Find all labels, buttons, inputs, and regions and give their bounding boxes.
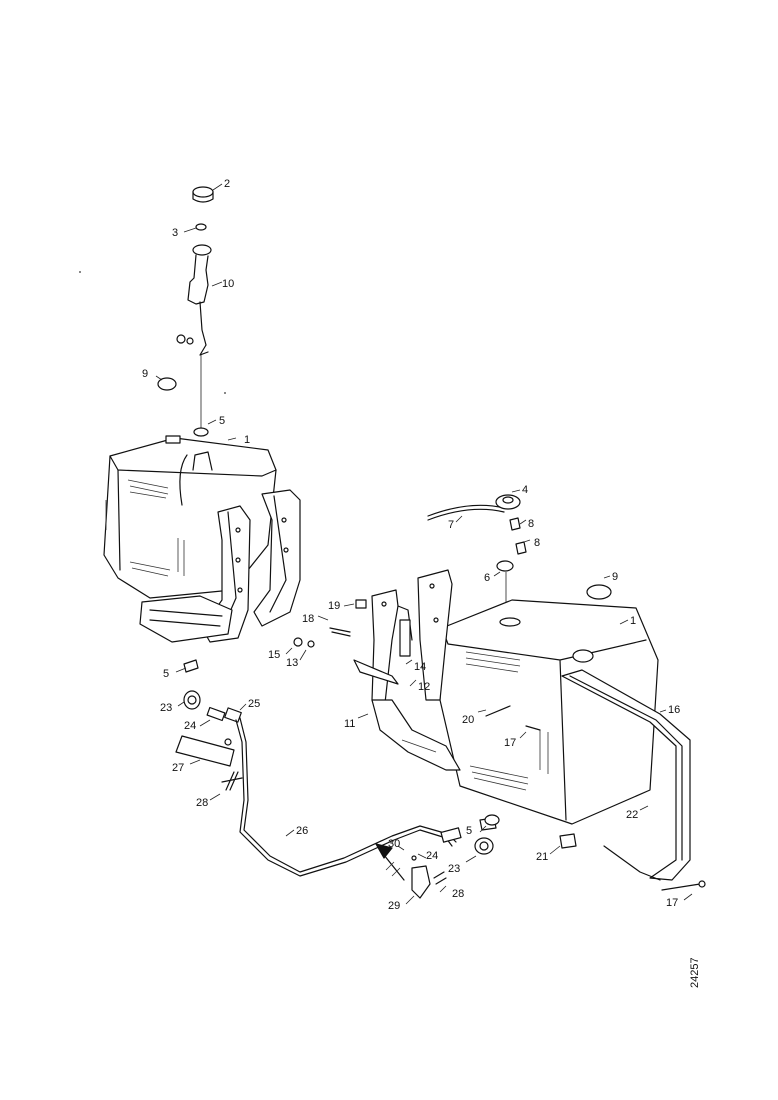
callout-28: 28 [452, 888, 464, 900]
callout-8: 8 [528, 518, 534, 530]
hose-clamp [509, 517, 521, 531]
callout-11: 11 [344, 718, 355, 730]
callout-22: 22 [626, 809, 638, 821]
callout-24: 24 [426, 850, 438, 862]
callout-27: 27 [172, 762, 184, 774]
speck [79, 271, 81, 273]
breather-cap [495, 494, 521, 510]
fuel-pipe [239, 717, 457, 873]
vent-gasket [496, 560, 514, 572]
callout-2: 2 [224, 178, 230, 190]
callout-30: 30 [388, 838, 400, 850]
fuel-tank-left [103, 435, 277, 599]
tank-straps-left [139, 489, 301, 643]
banjo-fitting-right [440, 817, 497, 855]
callout-9: 9 [612, 571, 618, 583]
callout-17: 17 [504, 737, 516, 749]
gasket [195, 223, 207, 231]
callout-10: 10 [222, 278, 234, 290]
flow-direction-arrow [375, 843, 405, 881]
leader-lines [155, 183, 693, 905]
callout-9: 9 [142, 368, 148, 380]
drawing-reference-number: 24257 [689, 957, 701, 988]
callout-6: 6 [484, 572, 490, 584]
filler-cap-right [586, 584, 612, 600]
strap-bolt [525, 725, 706, 891]
callout-13: 13 [286, 657, 298, 669]
filler-cap [192, 186, 214, 203]
right-tank-assembly [293, 494, 706, 891]
callout-5: 5 [219, 415, 225, 427]
callout-26: 26 [296, 825, 308, 837]
callout-labels: 2 3 10 9 5 1 5 23 25 24 27 28 26 30 24 2… [142, 178, 680, 912]
tank-cap [157, 377, 177, 391]
callout-24: 24 [184, 720, 196, 732]
pipe-clamp-bracket [175, 735, 235, 767]
callout-5: 5 [163, 668, 169, 680]
drain-gasket [484, 814, 500, 826]
sealing-ring [193, 427, 209, 437]
left-tank-assembly [103, 186, 497, 899]
callout-21: 21 [536, 851, 548, 863]
callout-7: 7 [448, 519, 454, 531]
callout-17: 17 [666, 897, 678, 909]
callout-19: 19 [328, 600, 340, 612]
callout-16: 16 [668, 704, 680, 716]
clamp-bolt [221, 771, 243, 791]
fuel-tank-right [439, 599, 659, 825]
callout-20: 20 [462, 714, 474, 726]
callout-8: 8 [534, 537, 540, 549]
union-fittings [206, 706, 242, 723]
breather-pipe [427, 504, 505, 517]
callout-18: 18 [302, 613, 314, 625]
callout-25: 25 [248, 698, 260, 710]
callout-1: 1 [244, 434, 250, 446]
lower-pipe-clamp [411, 855, 447, 899]
callout-23: 23 [160, 702, 172, 714]
tank-strap-right [561, 669, 691, 881]
callout-23: 23 [448, 863, 460, 875]
callout-29: 29 [388, 900, 400, 912]
callout-3: 3 [172, 227, 178, 239]
mounting-brackets [353, 569, 461, 771]
level-sender-unit [176, 244, 212, 430]
callout-28: 28 [196, 797, 208, 809]
callout-15: 15 [268, 649, 280, 661]
callout-14: 14 [414, 661, 426, 673]
callout-4: 4 [522, 484, 528, 496]
callout-1: 1 [630, 615, 636, 627]
sealing-ring-lower [183, 659, 199, 673]
strap-nut [559, 833, 577, 849]
speck [224, 392, 226, 394]
bracket-bolts [293, 599, 367, 648]
callout-5: 5 [466, 825, 472, 837]
callout-12: 12 [418, 681, 430, 693]
banjo-fitting [183, 690, 201, 710]
